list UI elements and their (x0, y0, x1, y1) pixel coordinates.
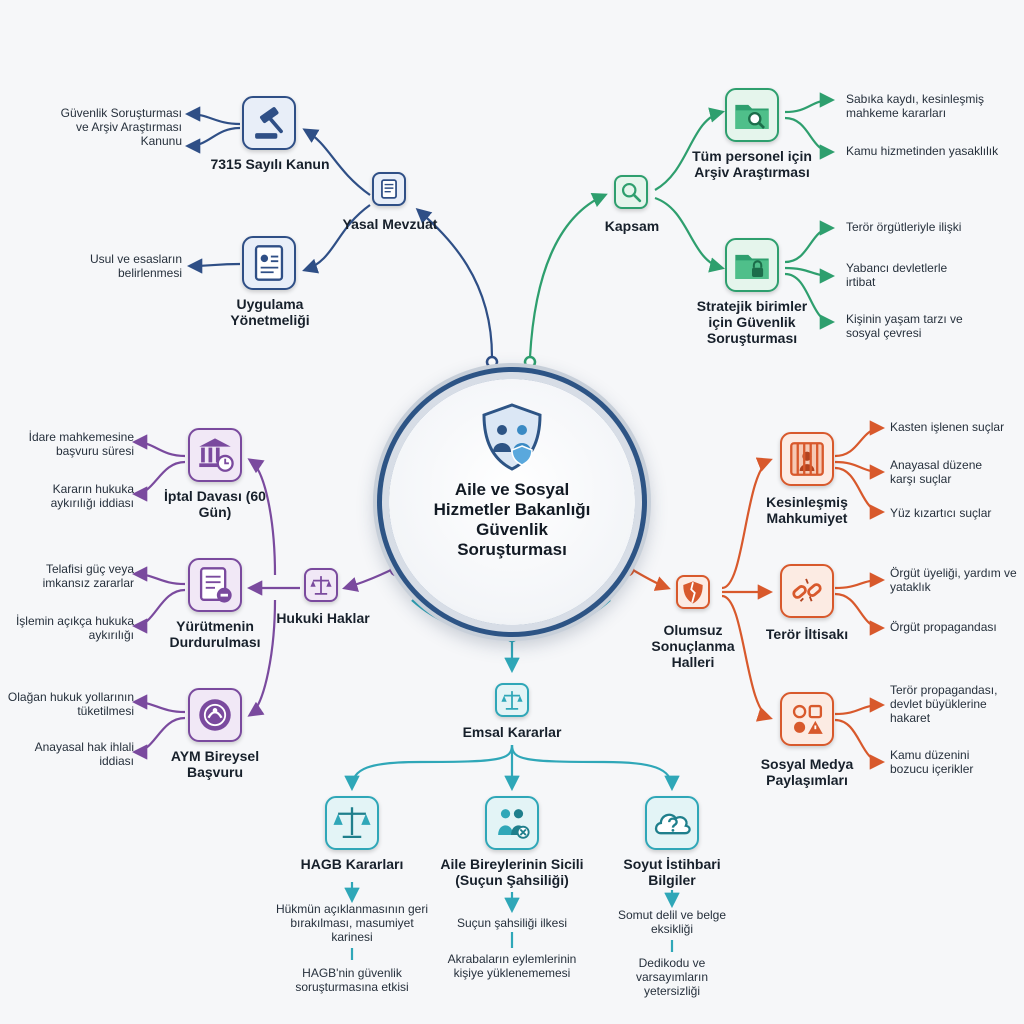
branch-legal-label: Yasal Mevzuat (342, 216, 438, 232)
rights-child-2-leaf-1: Telafisi güç veya imkansız zararlar (42, 562, 134, 590)
branch-rights-label: Hukuki Haklar (276, 610, 370, 626)
scroll-icon (372, 172, 406, 206)
rights-child-3-leaf-1: Olağan hukuk yollarının tüketilmesi (7, 690, 134, 718)
rights-child-3-leaf-2: Anayasal hak ihlali iddiası (34, 740, 134, 768)
social-warning-icon (780, 692, 834, 746)
branch-scope-label: Kapsam (604, 218, 660, 234)
scope-child-1-leaf-2: Kamu hizmetinden yasaklılık (846, 144, 999, 158)
negative-child-1-leaf-2: Anayasal düzene karşı suçlar (890, 458, 983, 486)
magnifier-icon (614, 175, 648, 209)
scales-small-icon (495, 683, 529, 717)
central-title: Aile ve Sosyal Hizmetler Bakanlığı Güven… (433, 480, 591, 559)
gavel-icon (242, 96, 296, 150)
justice-scales-icon (325, 796, 379, 850)
precedents-child-3-leaf-1: Somut delil ve belge eksikliği (617, 908, 727, 936)
cloud-question-icon (645, 796, 699, 850)
rights-child-1-leaf-1: İdare mahkemesine başvuru süresi (28, 430, 134, 458)
negative-child-2-leaf-2: Örgüt propagandası (890, 620, 997, 634)
branch-negative-label: Olumsuz Sonuçlanma Halleri (651, 622, 735, 670)
negative-child-2-leaf-1: Örgüt üyeliği, yardım ve yataklık (890, 566, 1017, 594)
legal-child-2-leaf-1: Usul ve esasların belirlenmesi (89, 252, 182, 280)
document-icon (242, 236, 296, 290)
scope-child-2-label: Stratejik birimler için Güvenlik Soruştu… (696, 298, 808, 346)
scope-child-1-label: Tüm personel için Arşiv Araştırması (692, 148, 812, 180)
negative-child-3-leaf-2: Kamu düzenini bozucu içerikler (890, 748, 974, 776)
legal-child-1-label: 7315 Sayılı Kanun (210, 156, 330, 172)
precedents-child-2-leaf-1: Suçun şahsiliği ilkesi (456, 916, 568, 930)
negative-child-1-label: Kesinleşmiş Mahkumiyet (766, 494, 848, 526)
precedents-child-1-label: HAGB Kararları (300, 856, 404, 872)
precedents-child-3-label: Soyut İstihbari Bilgiler (623, 856, 721, 888)
constitutional-court-icon (188, 688, 242, 742)
courthouse-clock-icon (188, 428, 242, 482)
family-icon (485, 796, 539, 850)
scope-child-1-leaf-1: Sabıka kaydı, kesinleşmiş mahkeme kararl… (846, 92, 985, 120)
document-stop-icon (188, 558, 242, 612)
negative-child-2-label: Terör İltisakı (765, 626, 849, 642)
scope-child-2-leaf-2: Yabancı devletlerle irtibat (846, 261, 948, 289)
rights-child-2-leaf-2: İşlemin açıkça hukuka aykırılığı (15, 614, 134, 642)
negative-child-3-leaf-1: Terör propagandası, devlet büyüklerine h… (890, 683, 998, 725)
legal-child-1-leaf-1: Güvenlik Soruşturması ve Arşiv Araştırma… (60, 106, 182, 148)
negative-child-3-label: Sosyal Medya Paylaşımları (760, 756, 854, 788)
folder-search-icon (725, 88, 779, 142)
rights-child-2-label: Yürütmenin Durdurulması (169, 618, 261, 650)
folder-lock-icon (725, 238, 779, 292)
precedents-child-3-leaf-2: Dedikodu ve varsayımların yetersizliği (635, 956, 709, 998)
scales-icon (304, 568, 338, 602)
legal-child-2-label: Uygulama Yönetmeliği (230, 296, 310, 328)
branch-precedents-label: Emsal Kararlar (462, 724, 562, 740)
prison-bars-icon (780, 432, 834, 486)
shield-family-icon (482, 403, 542, 471)
rights-child-3-label: AYM Bireysel Başvuru (170, 748, 260, 780)
negative-child-1-leaf-1: Kasten işlenen suçlar (890, 420, 1005, 434)
rights-child-1-label: İptal Davası (60 Gün) (164, 488, 266, 520)
scope-child-2-leaf-3: Kişinin yaşam tarzı ve sosyal çevresi (846, 312, 963, 340)
scope-child-2-leaf-1: Terör örgütleriyle ilişki (846, 220, 962, 234)
rights-child-1-leaf-2: Kararın hukuka aykırılığı iddiası (50, 482, 134, 510)
precedents-child-2-leaf-2: Akrabaların eylemlerinin kişiye yüklenem… (447, 952, 577, 980)
precedents-child-2-label: Aile Bireylerinin Sicili (Suçun Şahsiliğ… (440, 856, 584, 888)
broken-shield-icon (676, 575, 710, 609)
negative-child-1-leaf-3: Yüz kızartıcı suçlar (890, 506, 992, 520)
precedents-child-1-leaf-1: Hükmün açıklanmasının geri bırakılması, … (275, 902, 429, 944)
broken-chain-icon (780, 564, 834, 618)
precedents-child-1-leaf-2: HAGB'nin güvenlik soruşturmasına etkisi (295, 966, 409, 994)
